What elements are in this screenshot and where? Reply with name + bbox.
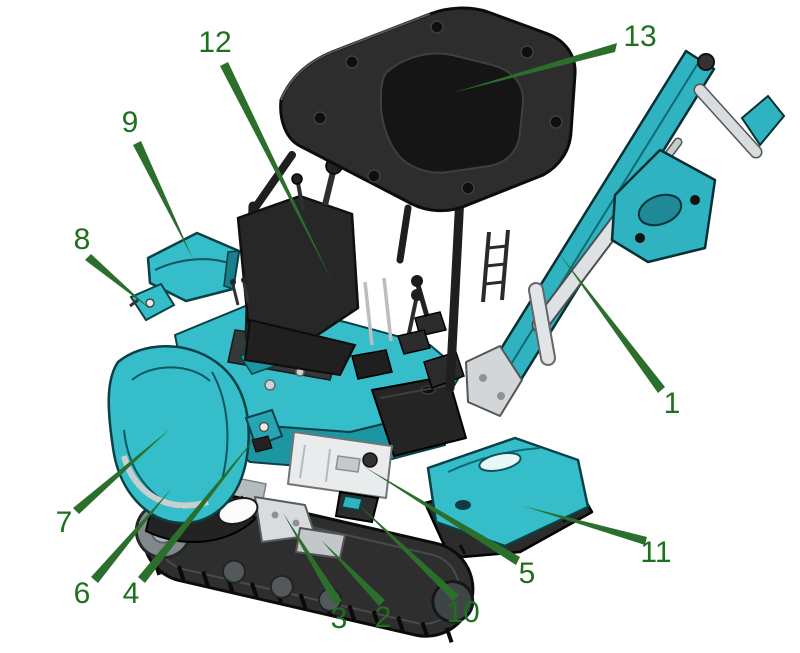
callout-label-8: 8 [73, 223, 91, 256]
callout-label-5: 5 [518, 557, 536, 590]
callout-label-10: 10 [446, 596, 480, 629]
callout-label-12: 12 [198, 26, 232, 59]
leader-line-9 [133, 141, 193, 259]
hood-bracket [129, 282, 176, 322]
callout-label-9: 9 [121, 106, 139, 139]
callout-label-6: 6 [73, 577, 91, 610]
pilot-lever [397, 289, 431, 355]
callout-label-7: 7 [55, 506, 73, 539]
leader-line-1 [558, 252, 665, 393]
callout-label-1: 1 [663, 387, 681, 420]
leader-line-8 [85, 254, 150, 309]
leader-line-12 [220, 62, 331, 279]
leader-line-5 [363, 466, 520, 565]
canopy-roof [279, 6, 577, 213]
valve-unit [244, 408, 284, 453]
leader-line-3 [283, 513, 342, 605]
control-console [230, 157, 360, 377]
fuel-tank [371, 375, 467, 457]
leader-line-4 [138, 433, 259, 583]
leader-line-11 [523, 506, 647, 545]
callout-label-13: 13 [623, 20, 657, 53]
leader-line-10 [357, 503, 459, 601]
leader-line-13 [452, 43, 617, 93]
side-cover [426, 436, 590, 548]
leader-line-7 [73, 429, 170, 514]
callout-label-11: 11 [640, 536, 672, 569]
skirt-opening [217, 497, 259, 525]
boom-arm [479, 49, 786, 401]
joystick [322, 171, 336, 206]
swing-bracket [465, 345, 523, 417]
idler-wheel [431, 580, 475, 624]
callout-label-2: 2 [374, 601, 392, 634]
leader-line-6 [91, 488, 172, 583]
arm-cylinder [695, 85, 761, 157]
callout-label-3: 3 [330, 602, 348, 635]
front-cover [107, 345, 250, 525]
track-frame-part [334, 490, 380, 524]
callout-label-4: 4 [122, 577, 140, 610]
leader-line-2 [321, 540, 385, 606]
engine [287, 431, 393, 499]
leader-lines [73, 43, 665, 606]
step-ladder [481, 229, 510, 303]
